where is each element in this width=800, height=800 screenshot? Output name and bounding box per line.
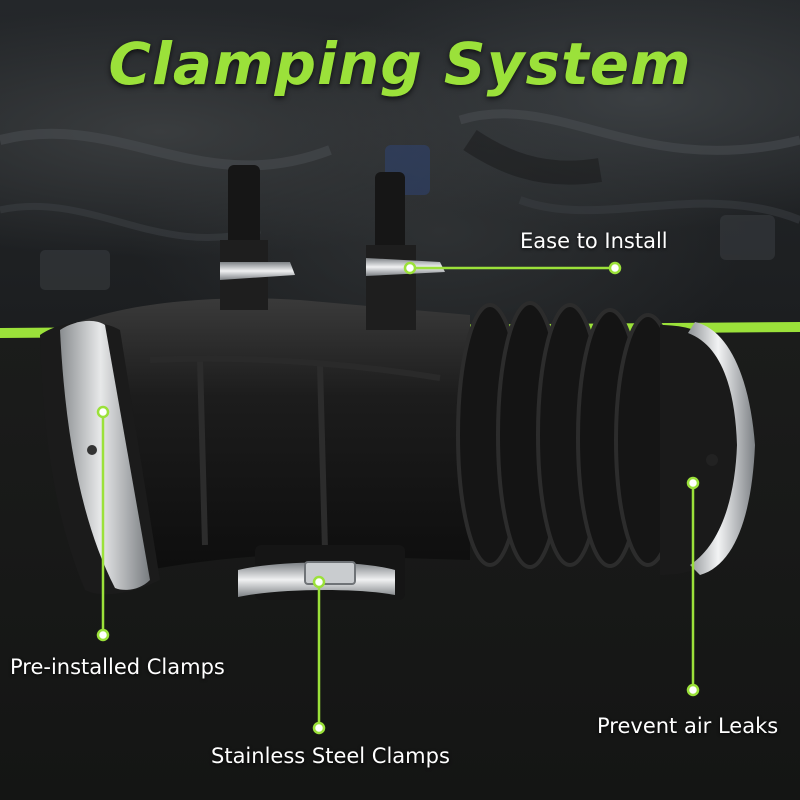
- pre-installed-clamp: [60, 320, 150, 590]
- callout-pre-installed-clamps: Pre-installed Clamps: [10, 655, 225, 679]
- page-title: Clamping System: [108, 30, 692, 98]
- bellows-section: [456, 301, 682, 569]
- callout-stainless-steel-clamps: Stainless Steel Clamps: [211, 744, 450, 768]
- callout-leaders: [96, 261, 700, 735]
- callout-ease-to-install: Ease to Install: [520, 229, 668, 253]
- right-end-clamp: [688, 322, 755, 575]
- callout-prevent-air-leaks: Prevent air Leaks: [597, 714, 779, 738]
- air-intake-hose: [40, 165, 755, 600]
